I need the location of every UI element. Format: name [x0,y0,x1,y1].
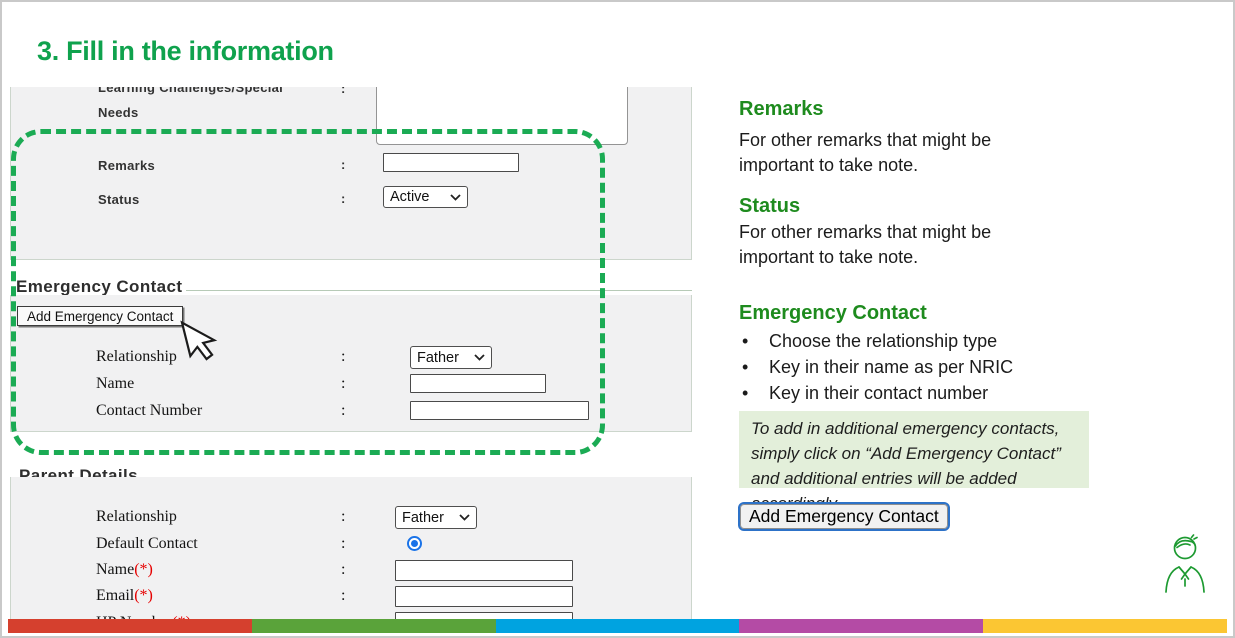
colon: : [341,191,346,206]
required-marker: (*) [134,561,153,578]
colon: : [341,348,346,365]
remarks-input[interactable] [383,153,519,172]
page-title: 3. Fill in the information [37,36,334,66]
list-item: Key in their name as per NRIC [739,354,1013,380]
add-emergency-contact-button[interactable]: Add Emergency Contact [17,306,184,326]
notes-remarks-body: For other remarks that might be importan… [739,130,992,175]
pd-name-label: Name(*) [96,561,153,579]
list-item: Key in their contact number [739,380,1013,406]
ec-relationship-value: Father [417,349,459,366]
notes-remarks-heading: Remarks [739,98,824,120]
person-logo-icon [1165,534,1205,593]
chevron-down-icon [459,514,470,521]
student-details-section: Learning Challenges/Special Needs : Rema… [10,87,692,260]
legend-line [186,290,692,291]
pd-relationship-value: Father [402,509,444,526]
pd-email-input[interactable] [395,586,573,607]
bar-segment-blue [495,619,740,633]
pd-default-contact-radio[interactable] [407,536,422,551]
pd-email-label: Email(*) [96,587,153,605]
chevron-down-icon [450,193,461,201]
relationship-label: Relationship [96,348,177,365]
learning-challenges-textarea[interactable] [376,87,628,145]
ec-contact-number-label: Contact Number [96,402,203,419]
required-marker: (*) [134,587,153,604]
emergency-contact-legend: Emergency Contact [16,277,692,296]
colon: : [341,157,346,172]
cursor-icon [180,320,218,361]
pd-relationship-label: Relationship [96,508,177,525]
status-label: Status [98,192,140,207]
colon: : [341,508,346,525]
tip-box: To add in additional emergency contacts,… [739,411,1089,513]
learning-challenges-label-line2: Needs [98,105,139,120]
bar-segment-yellow [983,619,1227,633]
remarks-label: Remarks [98,158,156,173]
bar-segment-green [251,619,496,633]
pd-hp-input[interactable] [395,612,573,622]
emergency-contact-section: Add Emergency Contact Relationship : Fat… [10,295,692,432]
pd-name-input[interactable] [395,560,573,581]
pd-hp-label: HP Number(*) [96,614,191,622]
colon: : [341,375,346,392]
ec-relationship-select[interactable]: Father [410,346,492,369]
status-select-value: Active [390,189,430,205]
notes-status-heading: Status [739,195,801,217]
colon: : [341,402,346,419]
required-marker: (*) [172,614,191,622]
chevron-down-icon [474,354,485,361]
colon: : [341,614,345,622]
pd-default-contact-label: Default Contact [96,535,198,552]
ec-contact-number-input[interactable] [410,401,589,420]
parent-details-section: Relationship : Father Default Contact : … [10,477,692,623]
pd-name-label-text: Name [96,561,135,578]
tip-text: To add in additional emergency contacts,… [751,419,1061,513]
learning-challenges-label-line1: Learning Challenges/Special [98,87,284,95]
pd-hp-label-text: HP Number [96,614,172,622]
ec-name-label: Name [96,375,135,392]
colon: : [341,535,346,552]
notes-bullet-list: Choose the relationship type Key in thei… [739,328,1013,406]
pd-relationship-select[interactable]: Father [395,506,477,529]
notes-emergency-heading: Emergency Contact [739,302,927,324]
pd-email-label-text: Email [96,587,135,604]
notes-status-body: For other remarks that might be importan… [739,222,992,267]
colon: : [341,587,346,604]
colon: : [341,87,346,96]
bar-segment-purple [739,619,984,633]
add-emergency-contact-button-large[interactable]: Add Emergency Contact [738,502,950,531]
status-select[interactable]: Active [383,186,468,208]
ec-name-input[interactable] [410,374,546,393]
bar-segment-red [8,619,252,633]
colon: : [341,561,346,578]
emergency-contact-heading: Emergency Contact [16,277,183,296]
bottom-color-bar [8,619,1227,633]
list-item: Choose the relationship type [739,328,1013,354]
